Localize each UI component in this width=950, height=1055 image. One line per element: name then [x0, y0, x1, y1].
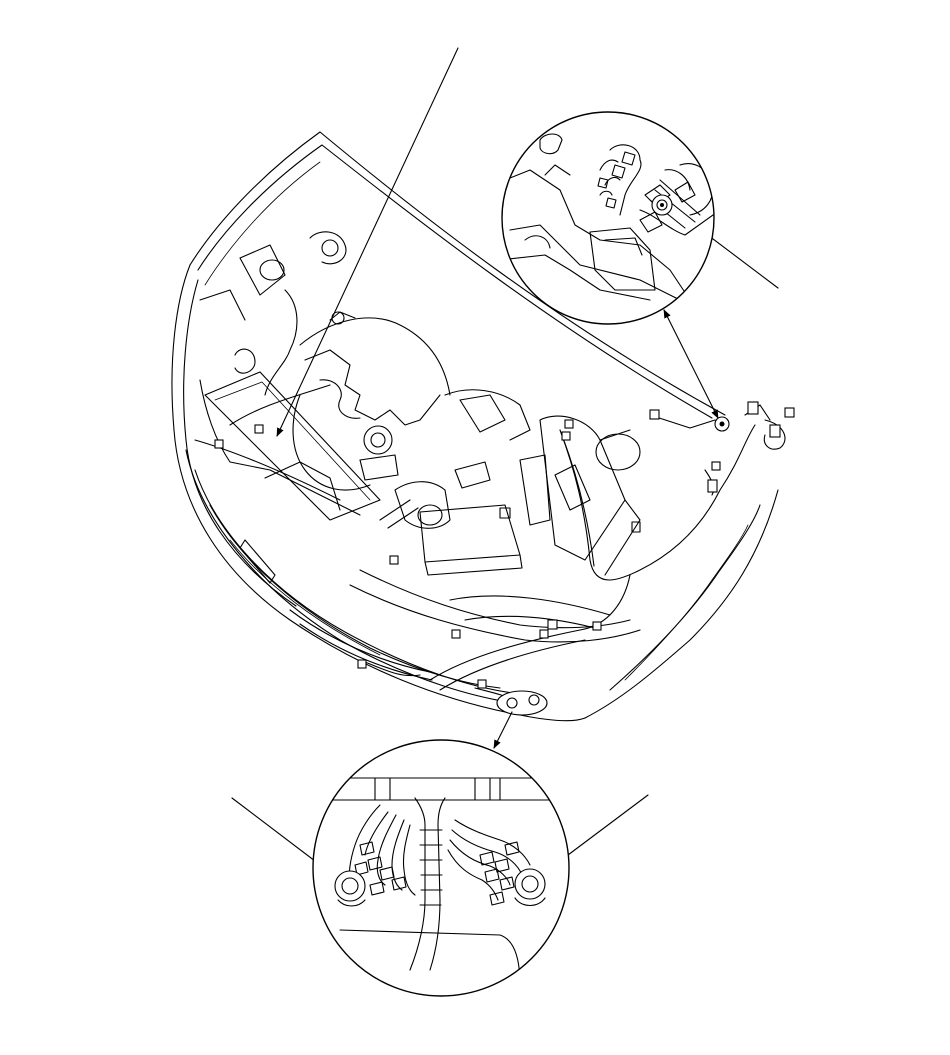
wire-harness	[214, 289, 795, 701]
battery	[419, 454, 551, 576]
lower-detail-link-arrow	[493, 711, 513, 749]
vehicle-body	[171, 131, 779, 722]
engine-block	[292, 311, 531, 529]
lower-detail-view	[312, 739, 570, 997]
left-strut-tower	[199, 231, 347, 374]
lower-ground-plate	[496, 690, 548, 716]
upper-detail-link-arrow	[663, 309, 719, 419]
under-hood-fuse-box	[539, 415, 641, 576]
upper-detail-view	[501, 111, 715, 325]
engine-compartment-leader	[276, 47, 459, 437]
upper-ground-point	[714, 416, 730, 432]
